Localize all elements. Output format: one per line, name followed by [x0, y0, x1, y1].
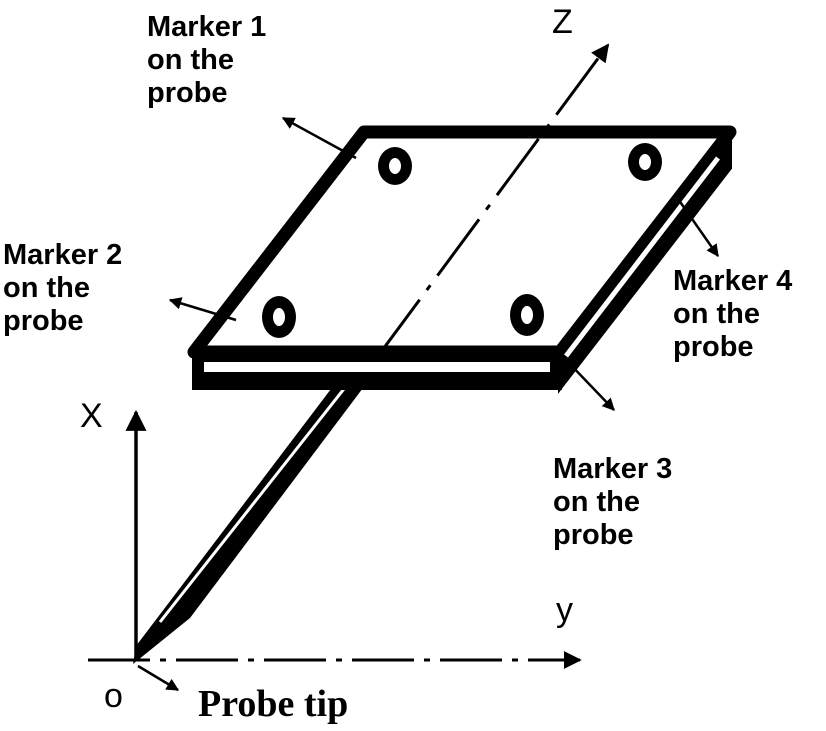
probe-shaft [133, 356, 378, 664]
probe-tip-arrow [137, 664, 180, 692]
probe-tip-label: Probe tip [198, 683, 349, 725]
z-axis-line [376, 43, 610, 357]
marker-4-arrow [674, 195, 720, 258]
z-axis-label: Z [552, 3, 573, 41]
marker-4-label: Marker 4 on the probe [673, 265, 793, 363]
marker-2-arrow [168, 297, 237, 322]
x-axis-label: X [80, 397, 103, 435]
marker-2-label: Marker 2 on the probe [3, 239, 123, 337]
marker-1-label: Marker 1 on the probe [147, 11, 267, 109]
origin-label: o [104, 677, 123, 715]
marker-1-arrow [281, 116, 357, 160]
marker-3-label: Marker 3 on the probe [553, 453, 673, 551]
marker-holes [262, 143, 662, 338]
y-axis-label: y [556, 591, 573, 629]
marker-3-arrow [567, 361, 615, 411]
